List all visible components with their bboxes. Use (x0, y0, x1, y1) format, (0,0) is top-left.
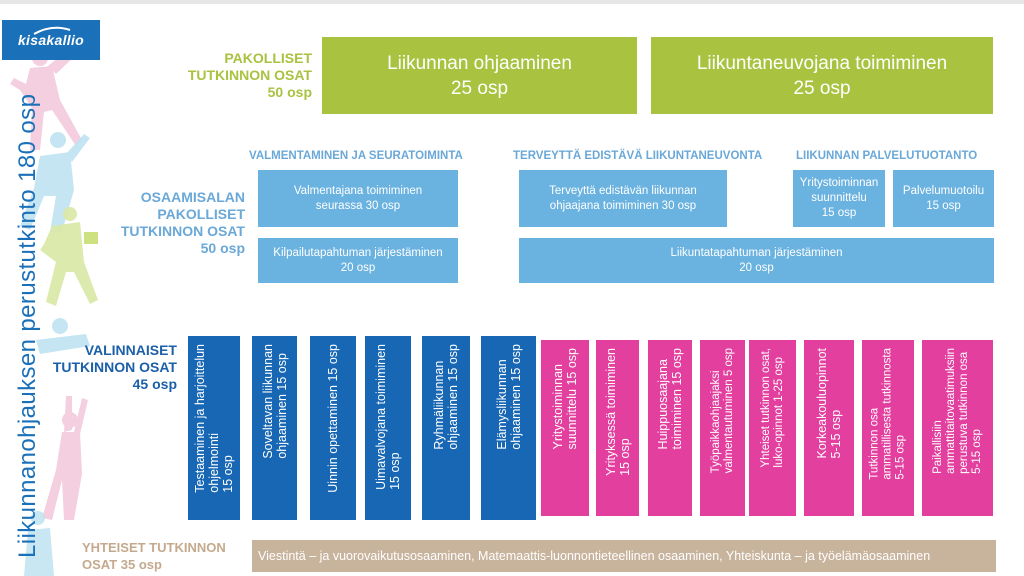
box-uimavalvojana[interactable]: Uimavalvojana toimiminen 15 osp (365, 336, 411, 520)
top-divider (0, 0, 1024, 4)
box-testaaminen[interactable]: Testaaminen ja harjoittelun ohjelmointi … (188, 336, 240, 520)
box-valmentajana-toimiminen[interactable]: Valmentajana toimiminen seurassa 30 osp (258, 170, 458, 227)
degree-title: Liikunnanohjauksen perustutkinto 180 osp (14, 93, 41, 558)
box-yhteiset-luko-opinnot[interactable]: Yhteiset tutkinnon osat, luko-opinnot 1-… (749, 340, 796, 516)
box-kilpailutapahtuman[interactable]: Kilpailutapahtuman järjestäminen 20 osp (258, 238, 458, 283)
athlete-silhouettes-icon (10, 30, 98, 576)
box-liikunnan-ohjaaminen[interactable]: Liikunnan ohjaaminen 25 osp (322, 37, 637, 114)
box-soveltavan-liikunnan[interactable]: Soveltavan liikunnan ohjaaminen 15 osp (252, 336, 297, 520)
logo-swoosh-icon (33, 26, 71, 35)
box-yritystoiminnan-suunnittelu[interactable]: Yritystoiminnan suunnittelu 15 osp (793, 170, 885, 227)
box-tyopaikkaohjaajaksi[interactable]: Työpaikkaohjaajaksi valmentautuminen 5 o… (700, 340, 745, 516)
box-yhteiset-tutkinnon-osat[interactable]: Viestintä – ja vuorovaikutusosaaminen, M… (252, 540, 996, 572)
box-huippuosaajana[interactable]: Huippuosaajana toimiminen 15 osp (648, 340, 692, 516)
box-ammatillisesta-tutkinnosta[interactable]: Tutkinnon osa ammatillisesta tutkinnosta… (862, 340, 914, 516)
box-ryhmaliikunnan[interactable]: Ryhmäliikunnan ohjaaminen 15 osp (422, 336, 470, 520)
box-liikuntaneuvojana-toimiminen[interactable]: Liikuntaneuvojana toimiminen 25 osp (651, 37, 993, 114)
yhteiset-label: YHTEISET TUTKINNON OSAT 35 osp (82, 540, 226, 572)
pakolliset-label: PAKOLLISET TUTKINNON OSAT 50 osp (187, 50, 312, 100)
logo-text: kisakallio (17, 32, 85, 48)
box-yritystoiminnan-valinnainen[interactable]: Yritystoiminnan suunnittelu 15 osp (541, 340, 589, 516)
category-terveytta-edistava: TERVEYTTÄ EDISTÄVÄ LIIKUNTANEUVONTA (513, 150, 763, 162)
category-valmentaminen: VALMENTAMINEN JA SEURATOIMINTA (249, 150, 463, 162)
box-palvelumuotoilu[interactable]: Palvelumuotoilu 15 osp (893, 170, 994, 227)
box-elamysliikunnan[interactable]: Elämysliikunnan ohjaaminen 15 osp (481, 336, 536, 520)
valinnaiset-label: VALINNAISET TUTKINNON OSAT 45 osp (52, 342, 177, 392)
category-palvelutuotanto: LIIKUNNAN PALVELUTUOTANTO (796, 150, 978, 162)
box-paikallisiin-vaatimuksiin[interactable]: Paikallisiin ammattitaitovaatimuksiin pe… (922, 340, 993, 516)
box-terveytta-edistavan[interactable]: Terveyttä edistävän liikunnan ohjaajana … (519, 170, 727, 227)
box-korkeakouluopinnot[interactable]: Korkeakouluopinnot 5-15 osp (804, 340, 854, 516)
box-uinnin-opettaminen[interactable]: Uinnin opettaminen 15 osp (310, 336, 356, 520)
kisakallio-logo: kisakallio (2, 20, 100, 60)
box-liikuntatapahtuman[interactable]: Liikuntatapahtuman järjestäminen 20 osp (519, 238, 994, 283)
osaamisala-label: OSAAMISALAN PAKOLLISET TUTKINNON OSAT 50… (120, 189, 245, 256)
box-yrityksessa-toimiminen[interactable]: Yrityksessä toimiminen 15 osp (596, 340, 639, 516)
